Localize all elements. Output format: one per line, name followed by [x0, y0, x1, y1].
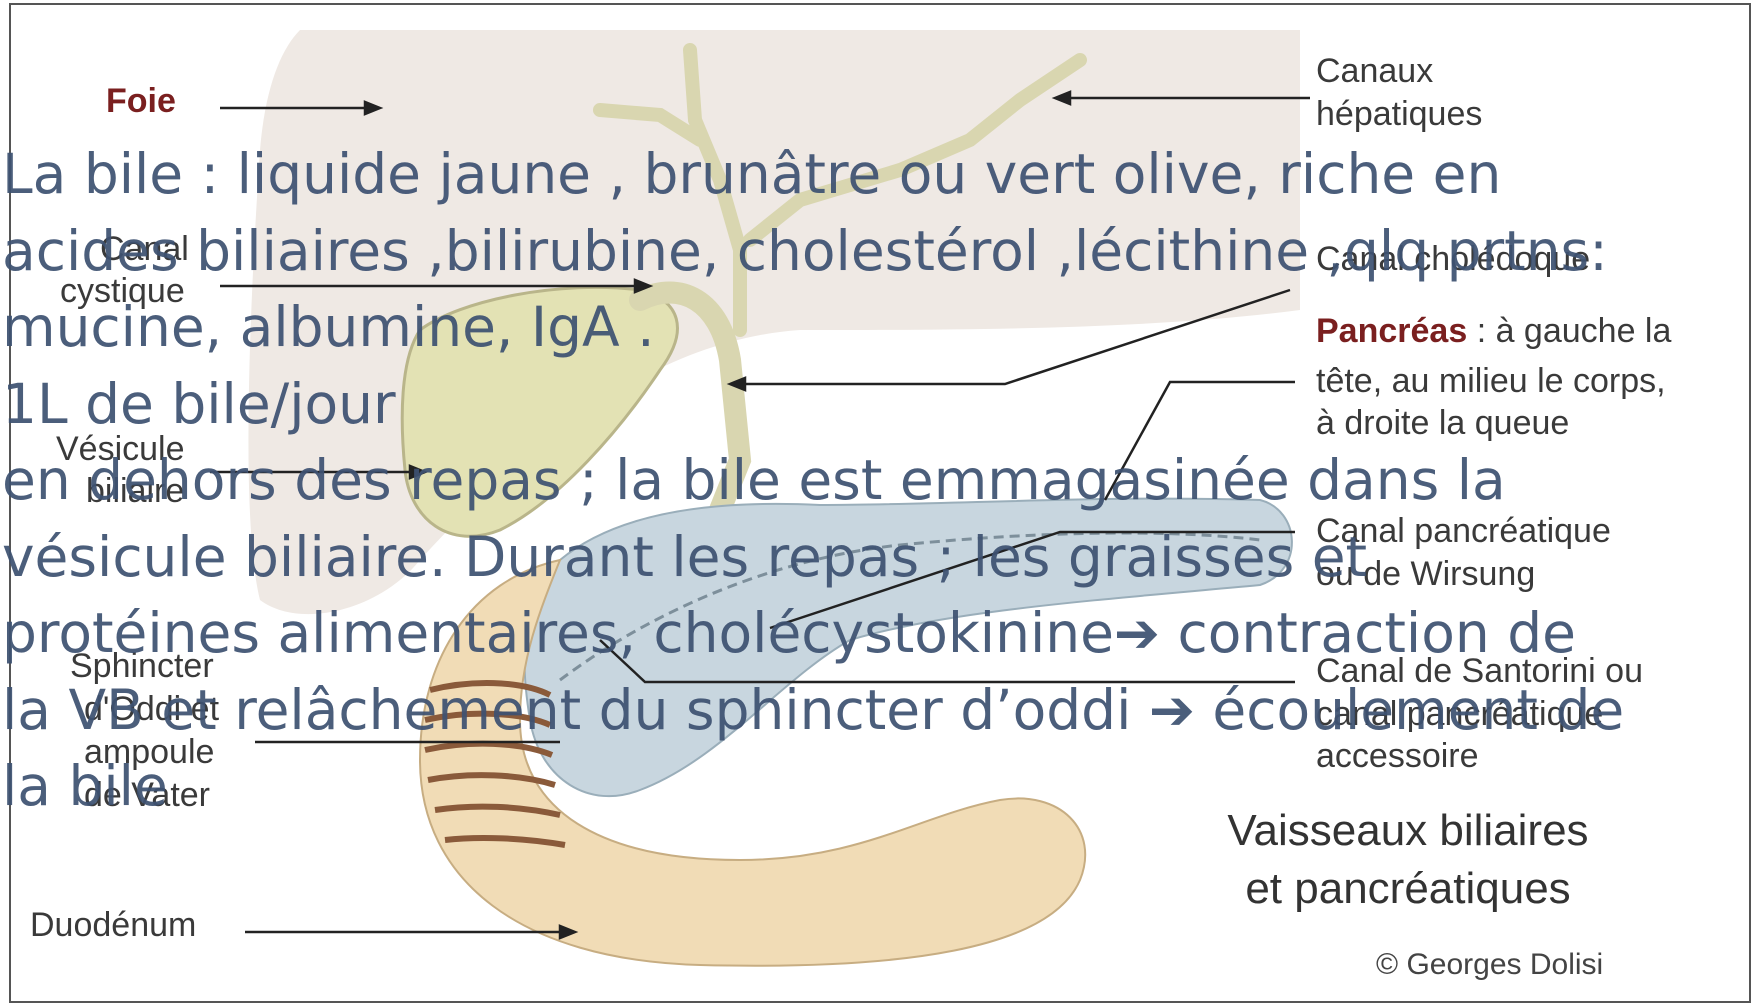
- label-canaux-hepatiques-1: Canaux: [1316, 50, 1433, 93]
- overlay-line-7: protéines alimentaires, cholécystokinine…: [2, 595, 1758, 672]
- label-foie: Foie: [106, 80, 176, 123]
- overlay-line-1: La bile : liquide jaune , brunâtre ou ve…: [2, 136, 1758, 213]
- diagram-title-2: et pancréatiques: [1148, 860, 1668, 918]
- overlay-line-2: acides biliaires ,bilirubine, cholestéro…: [2, 213, 1758, 290]
- label-canaux-hepatiques-2: hépatiques: [1316, 93, 1482, 136]
- overlay-line-4: 1L de bile/jour: [2, 366, 1758, 443]
- label-duodenum: Duodénum: [30, 904, 196, 947]
- overlay-line-6: vésicule biliaire. Durant les repas ; le…: [2, 519, 1758, 596]
- overlay-line-8: la VB et relâchement du sphincter d’oddi…: [2, 672, 1758, 749]
- overlay-text-block: La bile : liquide jaune , brunâtre ou ve…: [2, 136, 1758, 825]
- overlay-line-5: en dehors des repas ; la bile est emmaga…: [2, 442, 1758, 519]
- diagram-credit: © Georges Dolisi: [1376, 948, 1603, 982]
- overlay-line-9: la bile: [2, 748, 1758, 825]
- overlay-line-3: mucine, albumine, IgA .: [2, 289, 1758, 366]
